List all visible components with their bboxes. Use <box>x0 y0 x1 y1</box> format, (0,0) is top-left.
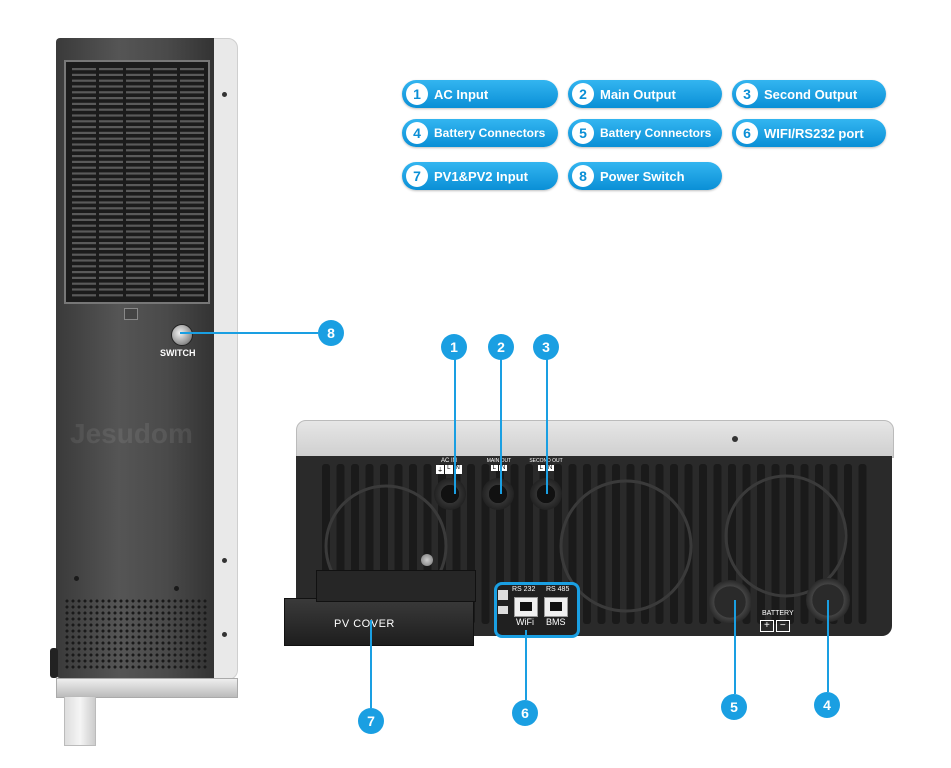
legend-label: WIFI/RS232 port <box>764 125 864 141</box>
legend-number: 1 <box>406 83 428 105</box>
legend-number: 3 <box>736 83 758 105</box>
legend-item-ac-input: 1 AC Input <box>402 80 558 108</box>
legend-number: 6 <box>736 122 758 144</box>
pv-cover <box>284 598 474 646</box>
wifi-label: WiFi <box>516 617 534 627</box>
dip-switch-icon <box>498 606 508 614</box>
foot <box>64 696 96 746</box>
screw <box>222 632 227 637</box>
ac-in-label: AC IN ⏚ L N <box>436 458 462 474</box>
legend-item-wifi-rs232: 6 WIFI/RS232 port <box>732 119 886 147</box>
callout-5: 5 <box>721 694 747 720</box>
bottom-vent <box>64 598 208 670</box>
callout-2: 2 <box>488 334 514 360</box>
rs232-label: RS 232 <box>512 586 536 593</box>
screw <box>174 586 179 591</box>
main-out-label: MAIN OUT L N <box>486 458 512 471</box>
legend-item-power-switch: 8 Power Switch <box>568 162 722 190</box>
legend-item-second-output: 3 Second Output <box>732 80 886 108</box>
callout-7: 7 <box>358 708 384 734</box>
legend-label: Battery Connectors <box>600 126 712 140</box>
power-switch[interactable] <box>171 324 193 346</box>
screw <box>74 576 79 581</box>
screw <box>222 558 227 563</box>
legend-number: 2 <box>572 83 594 105</box>
legend-label: Power Switch <box>600 168 685 184</box>
watermark: Jesudom <box>70 418 193 449</box>
legend-number: 7 <box>406 165 428 187</box>
pv-cover-top <box>316 570 476 602</box>
callout-line-3 <box>546 358 548 494</box>
callout-line-2 <box>500 358 502 494</box>
callout-6: 6 <box>512 700 538 726</box>
legend-number: 4 <box>406 122 428 144</box>
legend-label: Second Output <box>764 86 858 102</box>
callout-line-4 <box>827 600 829 692</box>
ground-screw <box>421 554 433 566</box>
vent-grille <box>72 68 204 297</box>
wifi-port[interactable] <box>514 597 538 617</box>
usb-port-icon <box>498 590 508 600</box>
top-vent <box>64 60 210 304</box>
fan-center <box>559 479 693 613</box>
callout-line-1 <box>454 358 456 494</box>
ground-icon: ⏚ <box>436 465 445 474</box>
screw <box>222 92 227 97</box>
callout-4: 4 <box>814 692 840 718</box>
pv-cover-label: PV COVER <box>334 618 395 630</box>
rear-shell-top <box>296 420 894 458</box>
base-plate <box>56 678 238 698</box>
legend-item-pv-input: 7 PV1&PV2 Input <box>402 162 558 190</box>
fan-right <box>724 474 848 598</box>
callout-3: 3 <box>533 334 559 360</box>
legend-label: AC Input <box>434 86 489 102</box>
minus-icon: − <box>775 620 790 632</box>
side-view-device: SWITCH Jesudom <box>50 38 240 746</box>
callout-line-8 <box>180 332 318 334</box>
rear-view-device: AC IN ⏚ L N MAIN OUT L N SECOND OUT L N … <box>284 420 894 646</box>
callout-1: 1 <box>441 334 467 360</box>
battery-connector-5[interactable] <box>708 580 752 624</box>
callout-line-6 <box>525 630 527 700</box>
bms-port[interactable] <box>544 597 568 617</box>
bms-label: BMS <box>546 617 566 627</box>
screw <box>732 436 738 442</box>
legend-label: Main Output <box>600 86 676 102</box>
legend-label: PV1&PV2 Input <box>434 168 528 184</box>
ac-input-gland[interactable] <box>434 478 466 510</box>
plus-icon: + <box>760 620 774 632</box>
battery-polarity: + − <box>760 620 790 632</box>
callout-line-5 <box>734 600 736 694</box>
legend-item-battery-connectors-4: 4 Battery Connectors <box>402 119 558 147</box>
battery-label: BATTERY <box>762 610 794 617</box>
cable-stub <box>50 648 58 678</box>
legend-item-main-output: 2 Main Output <box>568 80 722 108</box>
legend-number: 5 <box>572 122 594 144</box>
legend-label: Battery Connectors <box>434 126 546 140</box>
legend-item-battery-connectors-5: 5 Battery Connectors <box>568 119 722 147</box>
main-output-gland[interactable] <box>482 478 514 510</box>
legend-number: 8 <box>572 165 594 187</box>
panel-tab <box>124 308 138 320</box>
switch-label: SWITCH <box>160 348 196 358</box>
rs485-label: RS 485 <box>546 586 570 593</box>
callout-8: 8 <box>318 320 344 346</box>
callout-line-7 <box>370 620 372 708</box>
